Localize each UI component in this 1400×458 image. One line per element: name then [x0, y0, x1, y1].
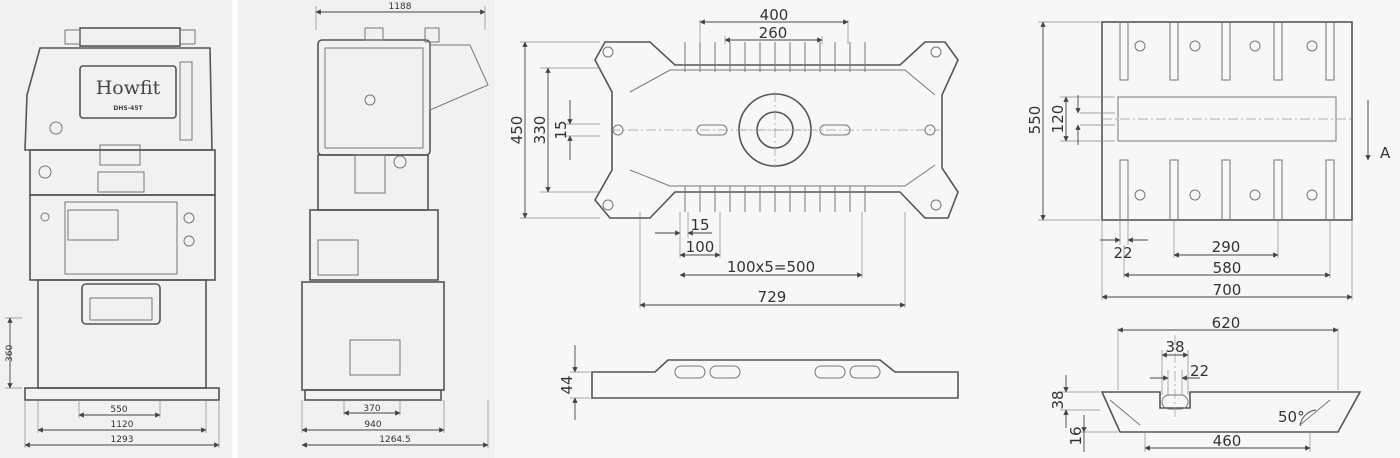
- dim-base-inner: 370: [363, 404, 380, 414]
- dim-top-inner: 260: [759, 24, 788, 42]
- model-label: DHS-45T: [113, 105, 143, 112]
- dim-overall-width: 1293: [111, 435, 134, 445]
- dim-height-outer: 450: [508, 116, 526, 145]
- dim-slot-depth: 38: [1049, 390, 1067, 409]
- ram-section-view: 620 38 22 38 16 460 50°: [1049, 314, 1362, 452]
- section-marker-a: A: [1380, 144, 1391, 162]
- control-button-icon: [183, 212, 195, 224]
- dim-bed-width: 1120: [111, 420, 134, 430]
- dim-base-width: 940: [364, 420, 381, 430]
- bolster-side-view: 44: [558, 345, 959, 420]
- pump-unit: [349, 339, 401, 376]
- press-side-view: 1188 370 940 1264.5: [301, 2, 489, 448]
- dim-mid: 580: [1213, 259, 1242, 277]
- dim-section-base: 16: [1067, 426, 1085, 445]
- dim-ram-overall: 700: [1213, 281, 1242, 299]
- gear-icon: [393, 155, 407, 169]
- dim-overall-length: 729: [758, 288, 787, 306]
- control-button-icon: [183, 235, 195, 247]
- ram-bottom-view: 550 120 A 22 290 580 700: [1026, 21, 1391, 300]
- dim-top-outer: 400: [760, 6, 789, 24]
- dim-slot-outer: 38: [1165, 338, 1184, 356]
- bolster-top-view: 400 260 450 330 15 15 100 100x5=500 72: [508, 6, 959, 308]
- dim-top-width: 1188: [389, 2, 412, 12]
- dim-height-mid: 330: [531, 116, 549, 145]
- dim-slot-band: 120: [1049, 105, 1067, 134]
- dim-pitch-total: 100x5=500: [727, 258, 815, 276]
- dim-section-bottom: 460: [1213, 432, 1242, 450]
- dim-section-top: 620: [1212, 314, 1241, 332]
- dim-inner: 290: [1212, 238, 1241, 256]
- dim-press-height: 360: [5, 345, 15, 362]
- dim-slot-inner: 22: [1190, 362, 1209, 380]
- dim-edge: 22: [1113, 244, 1132, 262]
- flywheel-hub-icon: [364, 94, 376, 106]
- crown-dial-icon: [49, 121, 63, 135]
- dim-overall-depth: 1264.5: [379, 435, 411, 445]
- left-panel-background: [0, 0, 495, 458]
- brand-logo-text: Howfit: [96, 77, 161, 99]
- dim-bottom-slot: 15: [690, 216, 709, 234]
- nameplate: [79, 65, 177, 119]
- right-panel-background: [495, 0, 1400, 458]
- dim-angle: 50°: [1278, 408, 1305, 426]
- dim-pitch-first: 100: [686, 238, 715, 256]
- dim-slot-width: 15: [552, 120, 570, 139]
- dim-inner-width: 550: [110, 405, 127, 415]
- press-front-view: Howfit DHS-45T 360 550 1120: [5, 27, 220, 448]
- dim-bolster-thickness: 44: [558, 375, 576, 394]
- dim-ram-height: 550: [1026, 106, 1044, 135]
